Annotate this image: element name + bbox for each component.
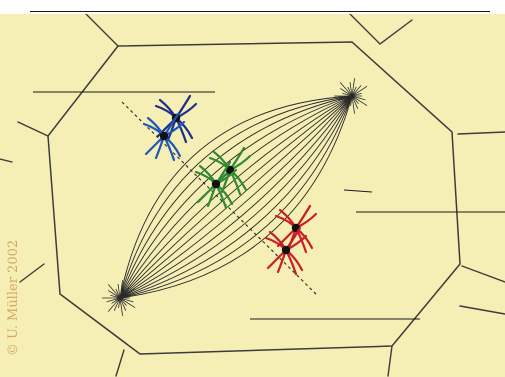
top-rule [0,0,505,14]
copyright-watermark: © U. Müller 2002 [6,228,22,368]
metaphase-cell-diagram [0,14,505,377]
top-rule-line [30,11,490,12]
